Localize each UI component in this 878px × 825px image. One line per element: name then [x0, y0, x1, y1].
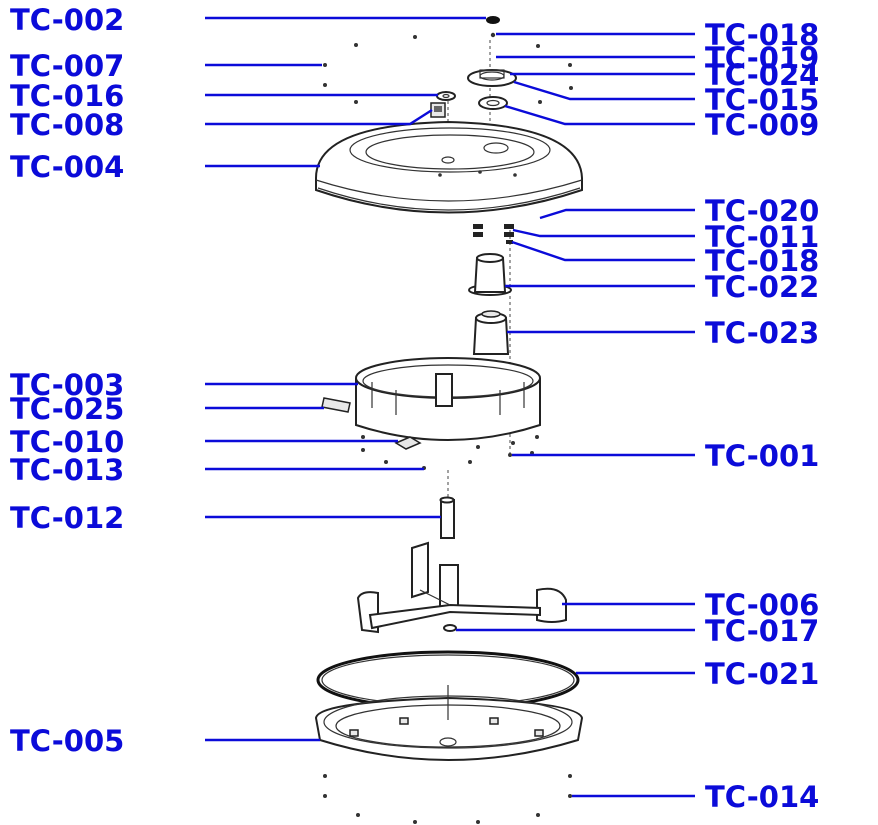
part-tc-005-base: [314, 685, 584, 761]
label-tc-024: TC-024: [705, 58, 819, 92]
leader-tc-008: [205, 108, 433, 126]
part-tc-008-bracket: [430, 102, 446, 118]
part-tc-012-shaft: [439, 496, 455, 539]
label-tc-016: TC-016: [10, 79, 124, 113]
label-tc-004: TC-004: [10, 150, 124, 184]
label-tc-025: TC-025: [10, 392, 124, 426]
label-tc-023: TC-023: [705, 316, 819, 350]
part-tc-010-plate: [394, 436, 422, 450]
label-tc-003: TC-003: [10, 368, 124, 402]
leader-tc-018b: [511, 240, 695, 262]
label-tc-006: TC-006: [705, 588, 819, 622]
label-tc-007: TC-007: [10, 49, 124, 83]
label-tc-020: TC-020: [705, 194, 819, 228]
part-tc-017-oring: [443, 624, 457, 632]
leader-tc-015: [513, 80, 695, 101]
label-tc-011: TC-011: [705, 220, 819, 254]
label-tc-014: TC-014: [705, 780, 819, 814]
label-tc-010: TC-010: [10, 425, 124, 459]
part-tc-003-housing: [355, 357, 541, 441]
label-tc-009: TC-009: [705, 108, 819, 142]
part-labels-right: TC-018 TC-019 TC-024 TC-015 TC-009 TC-02…: [705, 18, 819, 814]
part-tc-025-plate: [321, 397, 351, 413]
label-tc-012: TC-012: [10, 501, 124, 535]
parts-drawing: [314, 16, 584, 824]
lid-screws: [323, 35, 573, 104]
part-tc-009-washer: [478, 96, 508, 110]
part-tc-004-lid: [315, 120, 583, 214]
leader-tc-011: [512, 228, 695, 238]
label-tc-013: TC-013: [10, 453, 124, 487]
part-labels-left: TC-002 TC-007 TC-016 TC-008 TC-004 TC-00…: [10, 3, 124, 758]
part-tc-022-tube: [468, 253, 512, 296]
label-tc-019: TC-019: [705, 41, 819, 75]
base-screws: [323, 774, 572, 824]
label-tc-021: TC-021: [705, 657, 819, 691]
part-tc-006-paddles: [356, 541, 567, 634]
leader-tc-020: [539, 208, 695, 220]
label-tc-015: TC-015: [705, 83, 819, 117]
part-tc-024-collar: [467, 69, 517, 87]
label-tc-022: TC-022: [705, 270, 819, 304]
label-tc-018a: TC-018: [705, 18, 819, 52]
part-nuts-row: [473, 224, 514, 244]
part-tc-023-sleeve: [472, 310, 510, 355]
label-tc-002: TC-002: [10, 3, 124, 37]
label-tc-001: TC-001: [705, 439, 819, 473]
label-tc-018b: TC-018: [705, 244, 819, 278]
label-tc-005: TC-005: [10, 724, 124, 758]
part-tc-016-washer: [436, 91, 456, 101]
label-tc-017: TC-017: [705, 614, 819, 648]
leader-tc-009: [504, 104, 695, 126]
label-tc-008: TC-008: [10, 108, 124, 142]
part-tc-002-knob: [486, 16, 500, 38]
leader-lines: [205, 16, 695, 798]
